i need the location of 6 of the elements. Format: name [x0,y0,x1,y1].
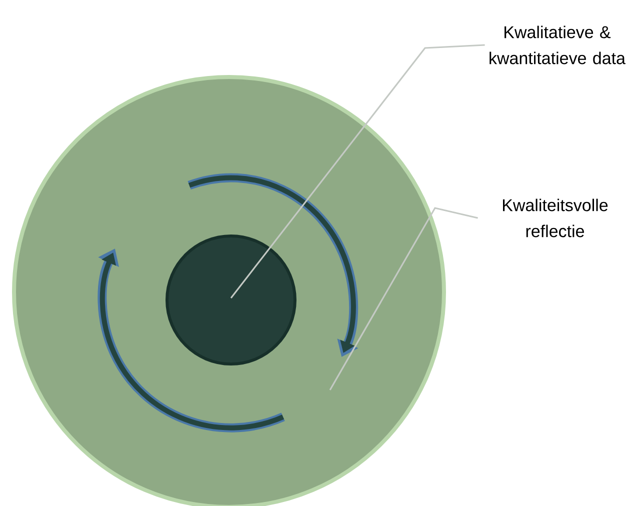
outer-circle [12,75,446,506]
leader-line [329,207,478,390]
callout-text: Kwalitatieve & kwantitatieve data [490,26,626,64]
leader-line [230,44,485,298]
callout-text: Kwaliteitsvolle reflectie [503,198,608,238]
inner-circle [166,234,296,366]
